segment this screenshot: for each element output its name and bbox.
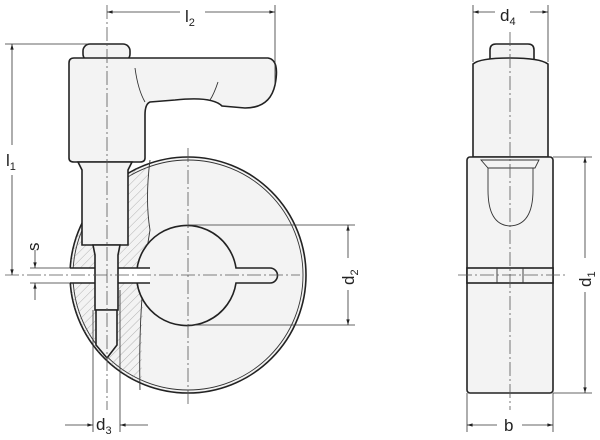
threaded-pin bbox=[92, 244, 121, 311]
svg-text:b: b bbox=[504, 416, 513, 435]
svg-text:d2: d2 bbox=[339, 269, 361, 285]
side-lever-body bbox=[472, 57, 549, 158]
side-view bbox=[458, 32, 565, 410]
dimension-s: s bbox=[24, 243, 70, 300]
bore bbox=[135, 224, 279, 327]
side-lever-cap bbox=[489, 43, 535, 61]
dimension-d1: d1 bbox=[553, 156, 598, 394]
svg-text:d3: d3 bbox=[96, 415, 112, 437]
svg-text:l2: l2 bbox=[185, 7, 195, 29]
dimension-d3: d3 bbox=[65, 290, 148, 437]
dimension-l2: l2 bbox=[107, 5, 276, 85]
svg-text:l1: l1 bbox=[6, 151, 16, 173]
lever-shaft bbox=[76, 161, 134, 246]
dimension-d4: d4 bbox=[472, 5, 549, 62]
dimension-b: b bbox=[466, 393, 554, 435]
lever-handle bbox=[68, 57, 278, 163]
svg-text:d4: d4 bbox=[500, 6, 516, 28]
front-view bbox=[5, 5, 307, 410]
svg-text:d1: d1 bbox=[576, 271, 598, 287]
svg-text:s: s bbox=[24, 243, 43, 252]
dimension-d2: d2 bbox=[188, 224, 361, 326]
pin-tip bbox=[95, 309, 118, 360]
clamping-lever bbox=[68, 43, 278, 360]
dimension-l1: l1 bbox=[5, 43, 88, 276]
